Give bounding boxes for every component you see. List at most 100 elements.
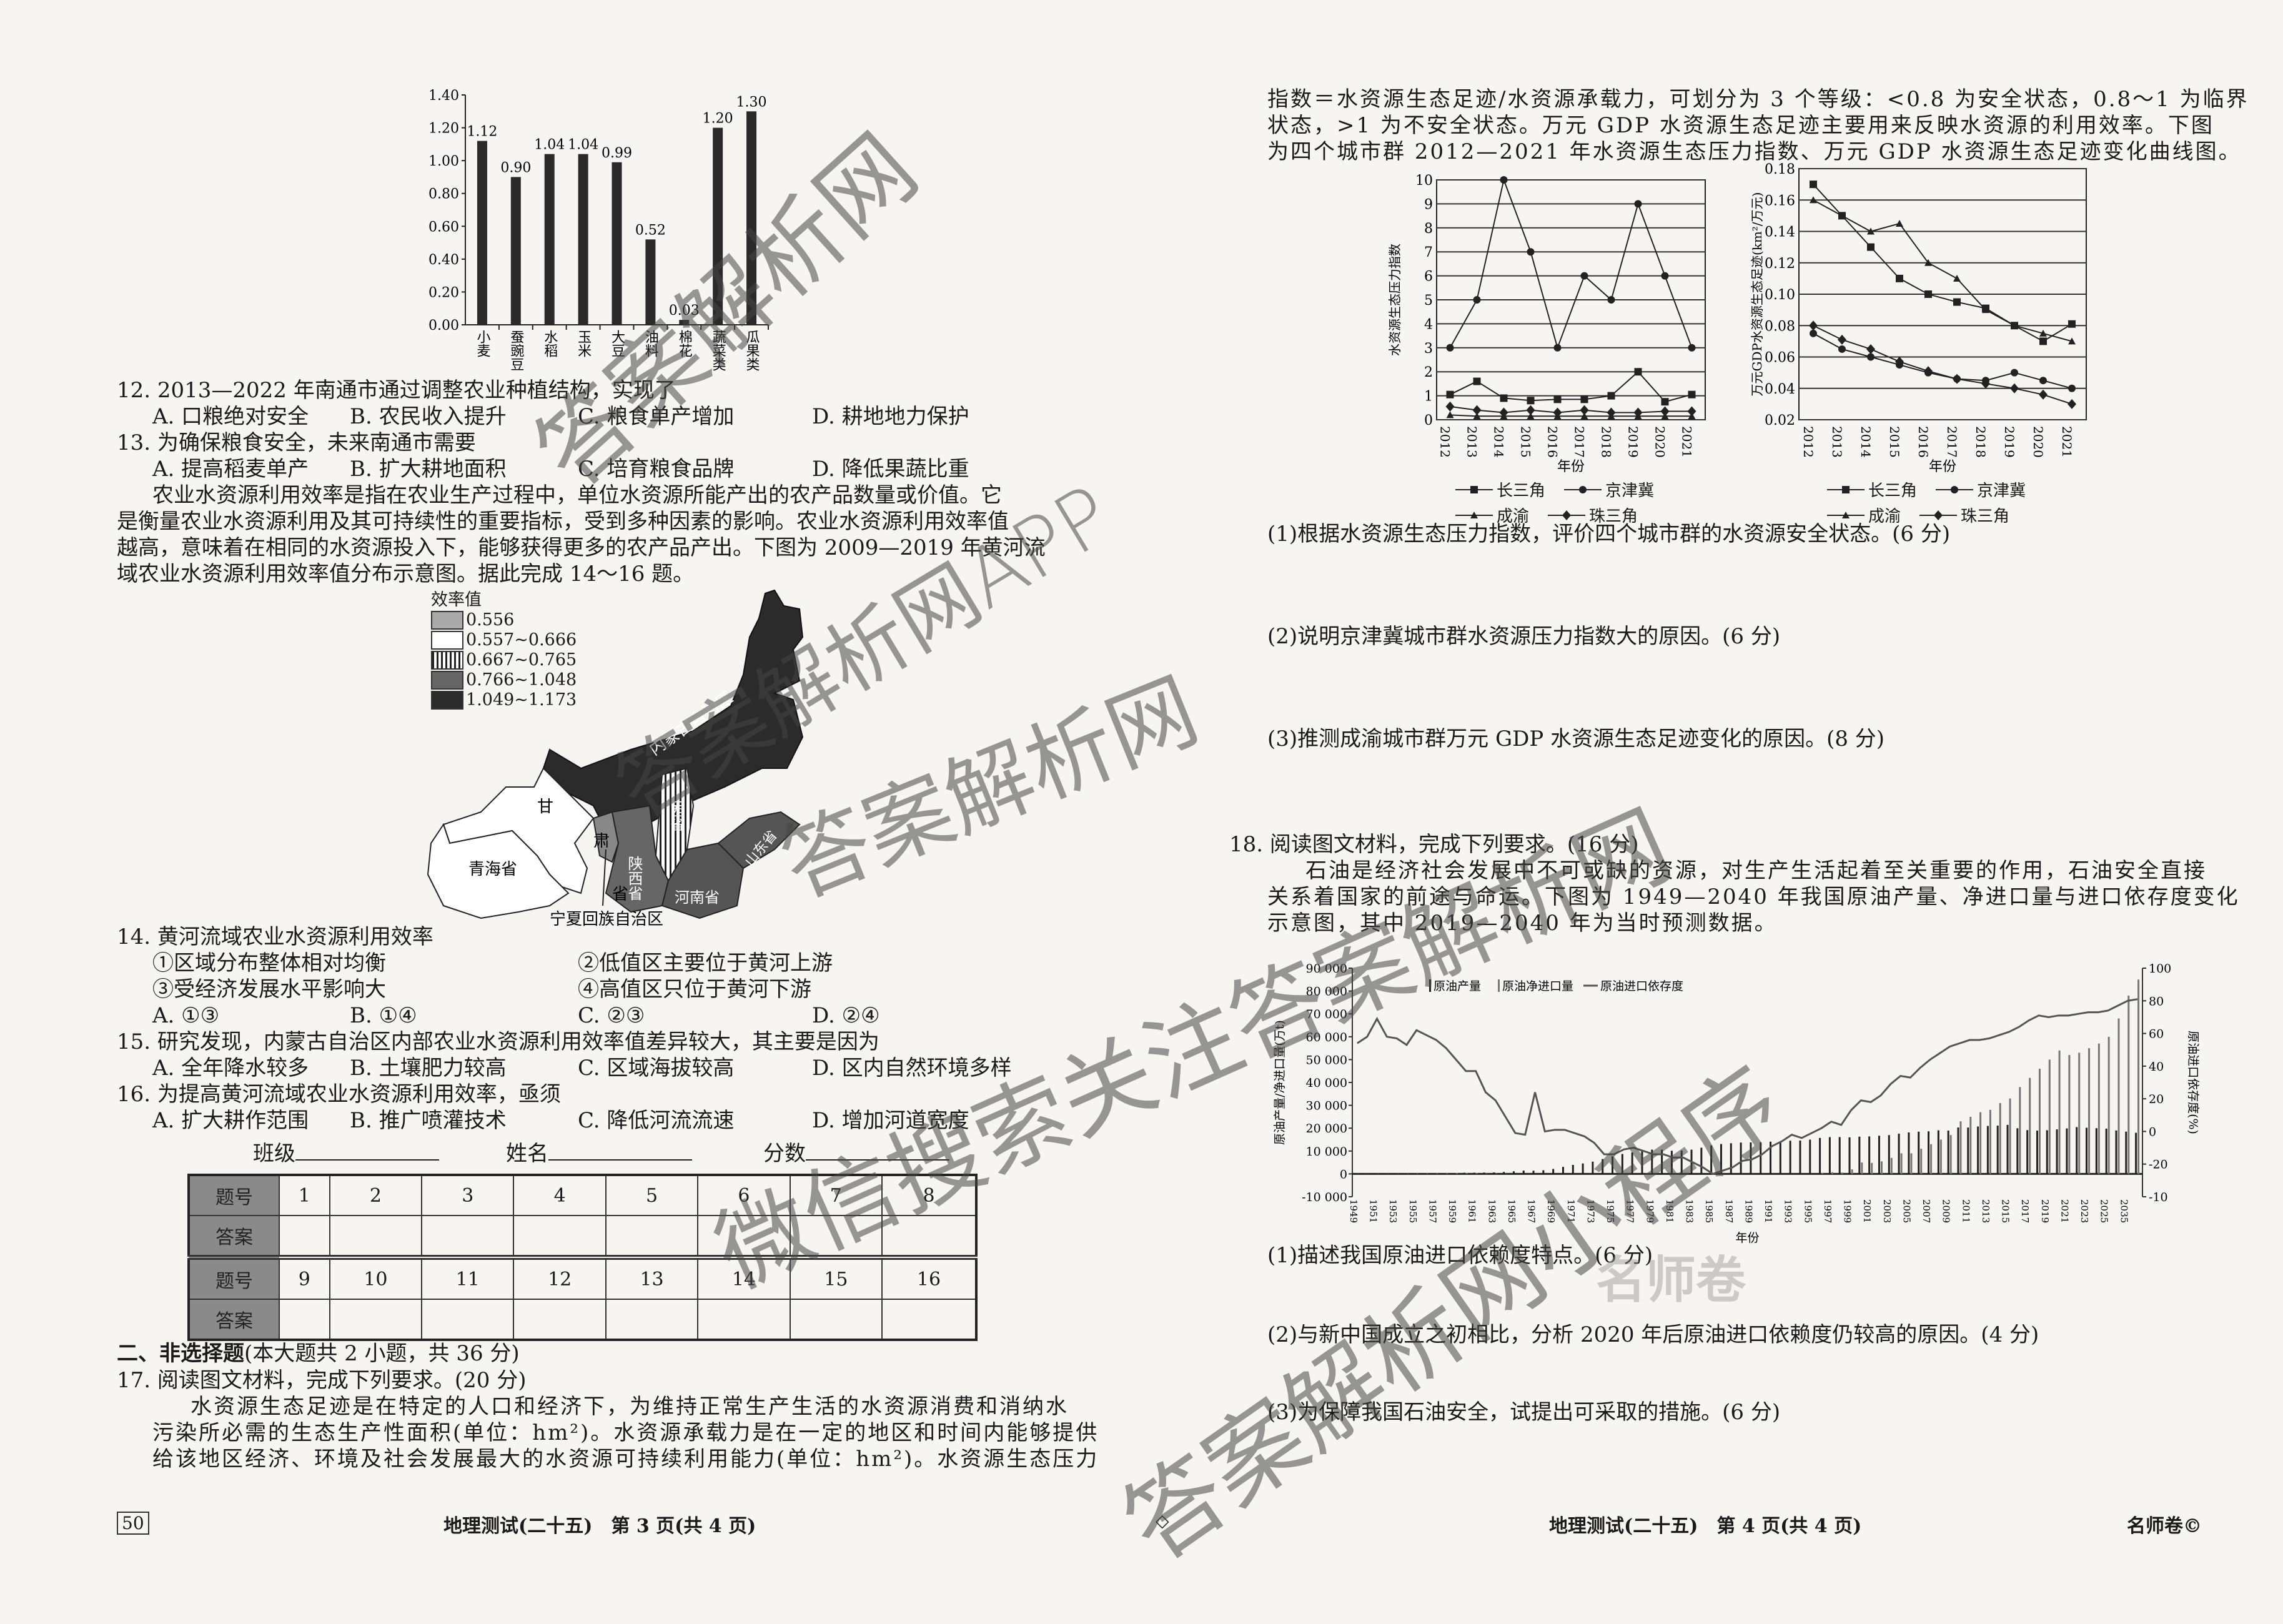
bar-production: [2016, 1128, 2019, 1174]
bar-production: [1473, 1172, 1475, 1174]
answer-cell[interactable]: [605, 1215, 699, 1258]
answer-cell[interactable]: [421, 1215, 515, 1258]
answer-cell[interactable]: [329, 1215, 423, 1258]
answer-cell[interactable]: [789, 1299, 883, 1340]
bar-production: [1848, 1137, 1851, 1174]
y-tick-label: 70 000: [1306, 1008, 1347, 1021]
x-tick-label: 2020: [2031, 426, 2046, 458]
bar-production: [1670, 1151, 1673, 1174]
bar-net-import: [1930, 1144, 1933, 1174]
y-tick-label: 10 000: [1306, 1145, 1347, 1159]
name-blank[interactable]: [548, 1141, 692, 1161]
q17-sub-1: (1)根据水资源生态压力指数，评价四个城市群的水资源安全状态。(6 分): [1267, 522, 1951, 547]
bar-production: [1542, 1170, 1545, 1174]
class-field[interactable]: 班级: [253, 1141, 439, 1167]
answer-cell[interactable]: [697, 1215, 791, 1258]
question-18-stem: 18. 阅读图文材料，完成下列要求。(16 分): [1229, 832, 1639, 857]
bar-production: [1986, 1126, 1989, 1174]
q14-item-2: ②低值区主要位于黄河上游: [578, 951, 833, 976]
marker-diamond: [1981, 379, 1990, 389]
answer-cell[interactable]: [513, 1299, 607, 1340]
marker-circle: [1661, 272, 1669, 280]
bar-net-import: [1979, 1112, 1982, 1174]
bar-production: [1760, 1142, 1762, 1174]
bar-net-import: [1456, 1173, 1458, 1174]
y-tick-label: 10: [1415, 173, 1433, 189]
legend-marker-icon: [1919, 510, 1958, 520]
marker-diamond: [1660, 406, 1670, 417]
bar-value-label: 1.04: [534, 137, 565, 153]
q13-option-c: C. 培育粮食品牌: [578, 457, 735, 482]
right-tick-label: 100: [2149, 962, 2171, 976]
bar-production: [1770, 1141, 1772, 1174]
x-tick-label: 2011: [1960, 1199, 1971, 1223]
class-blank[interactable]: [295, 1141, 439, 1161]
x-tick-label: 2015: [2000, 1199, 2011, 1223]
bar-production: [1740, 1142, 1742, 1174]
y-tick-label: 0.12: [1765, 256, 1795, 272]
bar-production: [1809, 1139, 1811, 1174]
answer-cell[interactable]: [279, 1299, 330, 1340]
gdp-footprint-legend: 长三角京津冀成渝珠三角: [1827, 478, 2064, 527]
marker-square: [2039, 337, 2047, 345]
marker-diamond: [1445, 401, 1455, 412]
passage-line: 关系着国家的前途与命运。下图为 1949—2040 年我国原油产量、净进口量与进…: [1267, 884, 2240, 909]
legend-label: 1.049~1.173: [466, 690, 577, 710]
x-tick-label: 1985: [1703, 1199, 1715, 1223]
question-number: 8: [881, 1174, 977, 1216]
question-number-header: 题号: [188, 1255, 280, 1300]
marker-triangle: [1838, 212, 1846, 219]
map-region-shandong: [717, 811, 801, 869]
name-label: 姓名: [506, 1141, 548, 1166]
bar-production: [1522, 1171, 1525, 1174]
legend-import-icon: [1498, 979, 1500, 992]
x-tick-label: 2018: [1599, 426, 1614, 458]
answer-cell[interactable]: [881, 1299, 977, 1340]
marker-triangle: [1810, 196, 1817, 204]
answer-cell[interactable]: [279, 1215, 330, 1258]
legend-label: 原油净进口量: [1502, 979, 1573, 993]
y-axis-title: 水资源生态压力指数: [1387, 244, 1402, 356]
question-number: 16: [881, 1255, 977, 1300]
passage-line: 污染所必需的生态生产性面积(单位：hm²)。水资源承载力是在一定的地区和时间内能…: [152, 1420, 1099, 1445]
name-field[interactable]: 姓名: [506, 1141, 692, 1167]
x-tick-label: 2021: [1680, 426, 1695, 458]
bar-net-import: [2137, 979, 2140, 1174]
x-tick-label: 1973: [1585, 1199, 1596, 1223]
question-number-header: 题号: [188, 1174, 280, 1216]
answer-cell[interactable]: [421, 1299, 515, 1340]
passage-line: 水资源生态足迹是在特定的人口和经济下，为维持正常生产生活的水资源消费和消纳水: [191, 1394, 1069, 1419]
answer-cell[interactable]: [605, 1299, 699, 1340]
x-tick-label: 2014: [1858, 426, 1873, 458]
bar-production: [1789, 1141, 1791, 1174]
legend-label: 京津冀: [1977, 482, 2026, 500]
answer-cell[interactable]: [881, 1215, 977, 1258]
legend-item: 京津冀: [1936, 478, 2026, 501]
score-label: 分数: [763, 1141, 806, 1166]
answer-cell[interactable]: [697, 1299, 791, 1340]
question-number: 10: [329, 1255, 423, 1300]
answer-cell[interactable]: [513, 1215, 607, 1258]
x-tick-label: 2019: [1626, 426, 1641, 458]
y-tick-label: 0: [1340, 1167, 1347, 1181]
bar: [544, 154, 555, 325]
answer-cell[interactable]: [329, 1299, 423, 1340]
marker-circle: [1607, 296, 1615, 304]
marker-circle: [2068, 384, 2076, 392]
x-tick-label: 1999: [1842, 1199, 1853, 1223]
map-label-sheng: 省: [612, 885, 628, 904]
y-tick-label: 0.06: [1765, 350, 1795, 366]
score-blank[interactable]: [806, 1141, 949, 1161]
score-field[interactable]: 分数: [763, 1141, 949, 1167]
legend-swatch: [431, 651, 463, 670]
bar-net-import: [1890, 1157, 1893, 1174]
marker-circle: [1446, 344, 1454, 352]
bar-net-import: [2127, 995, 2130, 1174]
y-tick-label: 0.08: [1765, 319, 1795, 334]
answer-cell[interactable]: [789, 1215, 883, 1258]
x-tick-label: 2023: [2079, 1199, 2090, 1223]
right-tick-label: 0: [2149, 1125, 2156, 1139]
bar-production: [1828, 1137, 1831, 1174]
